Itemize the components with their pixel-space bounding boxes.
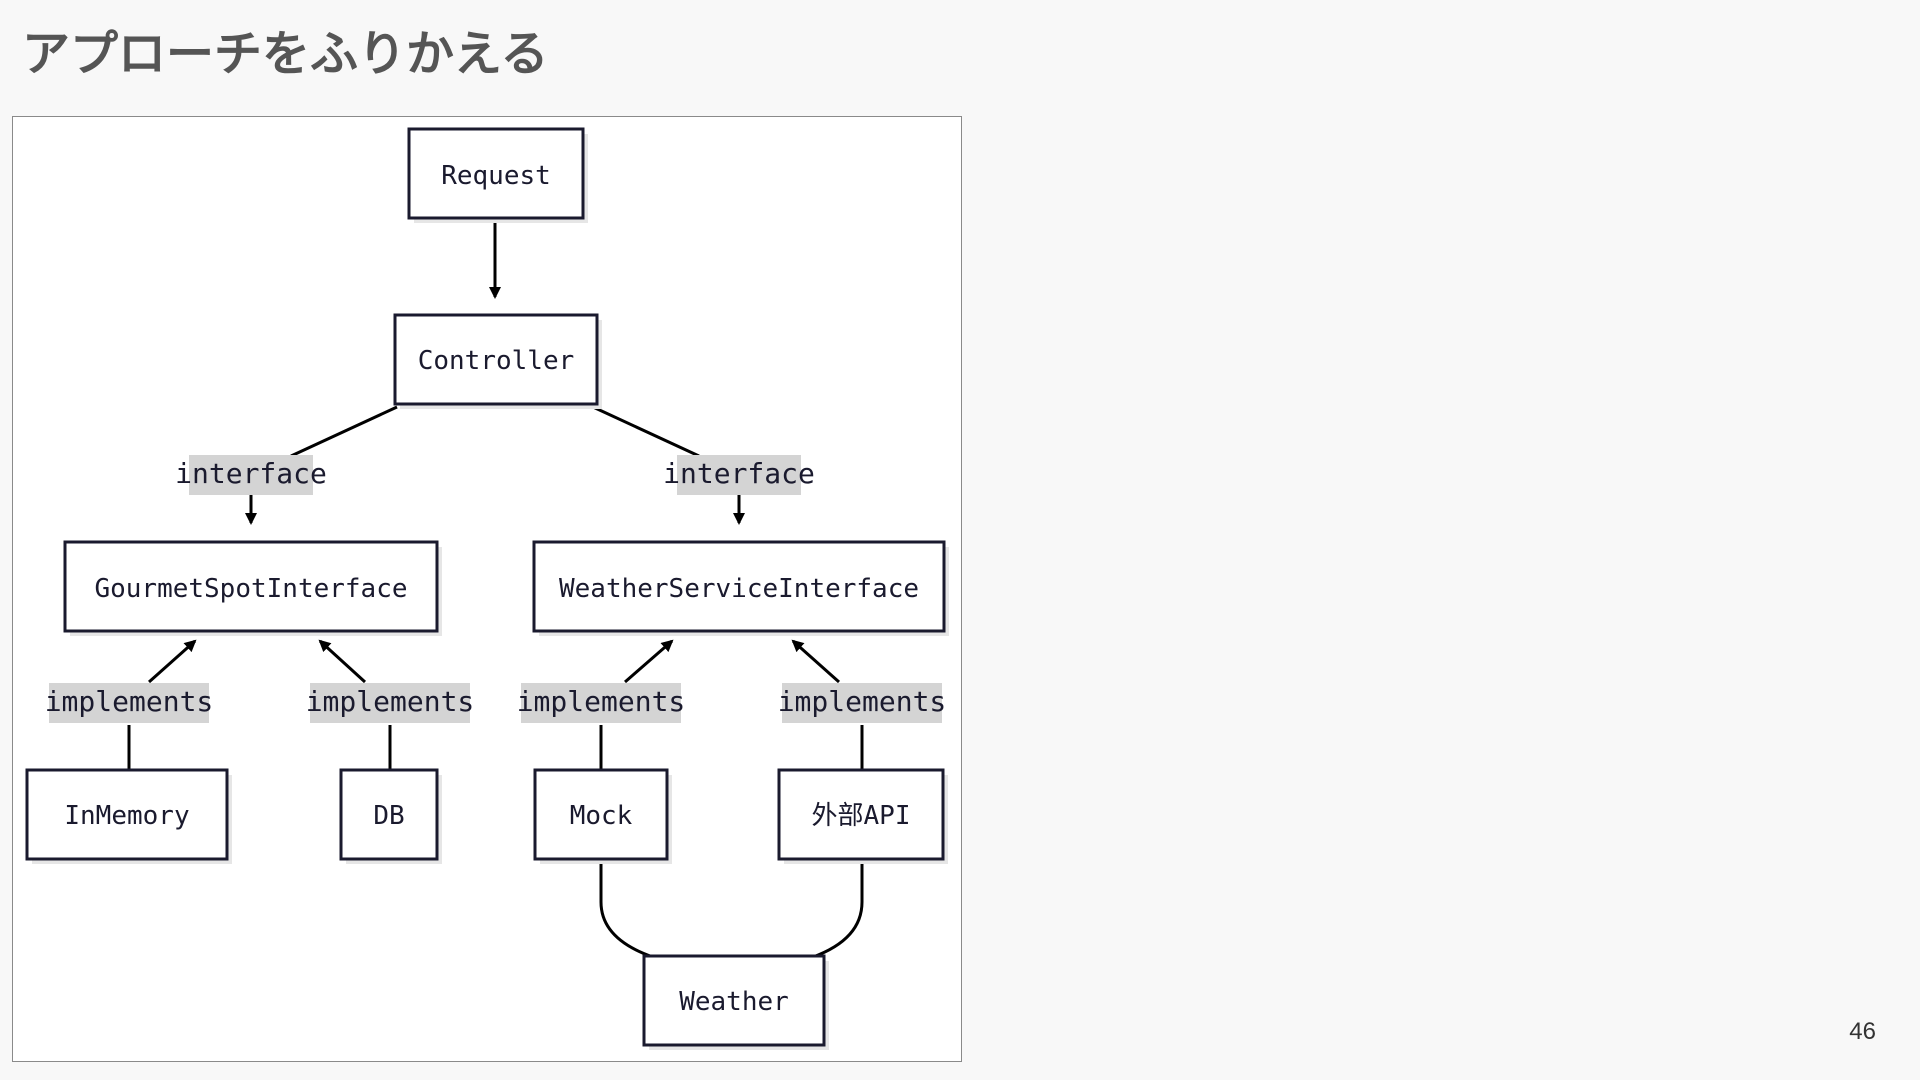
node-inmemory: InMemory <box>25 768 232 864</box>
label-implements-db: implements <box>306 683 475 723</box>
page-number: 46 <box>1849 1018 1876 1045</box>
label-implements-mock: implements <box>517 683 686 723</box>
edge-db-arrow <box>318 639 367 684</box>
edge-mock-weather <box>599 862 665 967</box>
svg-text:interface: interface <box>175 457 327 490</box>
slide-title: アプローチをふりかえる <box>22 26 549 82</box>
svg-text:外部API: 外部API <box>812 801 911 831</box>
edge-externalapi-arrow <box>791 639 840 684</box>
svg-text:interface: interface <box>663 457 815 490</box>
edge-externalapi-weather <box>801 862 864 967</box>
edge-inmemory-arrow <box>148 639 197 684</box>
node-db: DB <box>339 768 442 864</box>
svg-text:InMemory: InMemory <box>64 801 189 831</box>
node-mock: Mock <box>533 768 672 864</box>
architecture-diagram: interface interface implements implement… <box>12 116 962 1062</box>
label-interface-gourmet: interface <box>175 455 327 495</box>
svg-text:DB: DB <box>373 801 404 831</box>
node-external-api: 外部API <box>777 768 948 864</box>
svg-text:Weather: Weather <box>679 987 789 1017</box>
label-implements-externalapi: implements <box>778 683 947 723</box>
node-controller: Controller <box>393 313 602 409</box>
svg-text:Controller: Controller <box>418 346 575 376</box>
edge-mock-arrow <box>624 639 674 684</box>
diagram-canvas: interface interface implements implement… <box>25 127 949 1050</box>
node-weather: Weather <box>642 954 829 1050</box>
label-implements-inmemory: implements <box>45 683 214 723</box>
node-weather-service-interface: WeatherServiceInterface <box>532 540 949 636</box>
edge-controller-gourmet <box>290 405 398 458</box>
svg-text:GourmetSpotInterface: GourmetSpotInterface <box>94 574 407 604</box>
node-request: Request <box>407 127 588 223</box>
svg-text:implements: implements <box>517 685 686 718</box>
node-gourmet-spot-interface: GourmetSpotInterface <box>63 540 442 636</box>
svg-text:Mock: Mock <box>570 801 633 831</box>
label-interface-weather: interface <box>663 455 815 495</box>
svg-text:Request: Request <box>441 161 551 191</box>
svg-text:implements: implements <box>306 685 475 718</box>
svg-text:implements: implements <box>45 685 214 718</box>
edge-controller-weather <box>592 405 700 458</box>
svg-text:implements: implements <box>778 685 947 718</box>
svg-text:WeatherServiceInterface: WeatherServiceInterface <box>559 574 919 604</box>
